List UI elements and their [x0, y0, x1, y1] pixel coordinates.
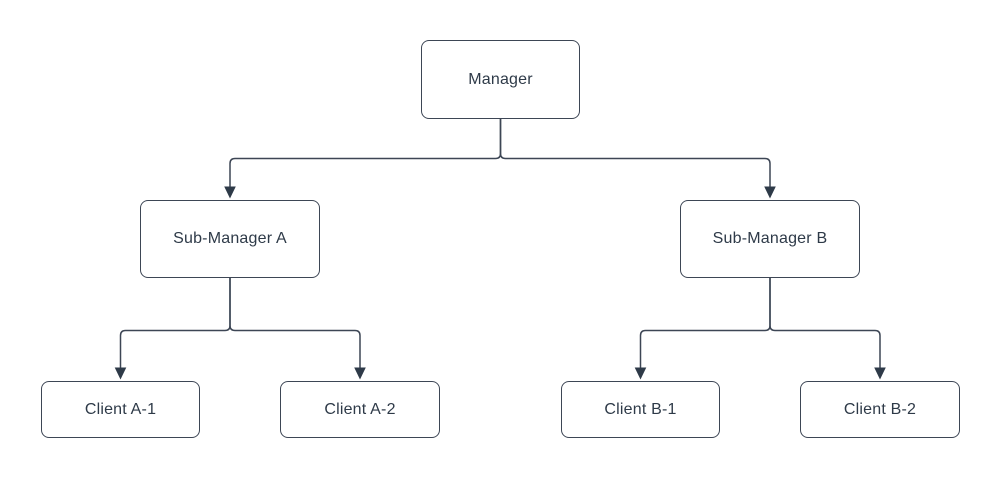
node-manager[interactable]: Manager: [421, 40, 580, 119]
node-label: Client B-2: [843, 400, 917, 418]
edge-manager-to-sub-manager-b: [499, 119, 776, 199]
edge-sub-manager-b-to-client-b2: [769, 278, 886, 380]
node-label: Manager: [468, 70, 533, 88]
node-label: Sub-Manager A: [173, 230, 287, 247]
node-label: Client B-1: [604, 400, 677, 418]
arrowhead-icon: [764, 186, 776, 199]
edge-manager-to-sub-manager-a: [224, 119, 502, 199]
edge-sub-manager-b-to-client-b1: [634, 278, 771, 380]
node-label: Client A-2: [324, 400, 396, 418]
node-sub-manager-b[interactable]: Sub-Manager B: [680, 200, 860, 278]
node-client-a2[interactable]: Client A-2: [280, 381, 440, 438]
edge-sub-manager-a-to-client-a1: [114, 278, 231, 380]
node-label: Sub-Manager B: [712, 230, 828, 247]
arrowhead-icon: [874, 367, 886, 380]
arrowhead-icon: [114, 367, 127, 380]
arrowhead-icon: [354, 367, 366, 380]
arrowhead-icon: [634, 367, 647, 380]
edge-sub-manager-a-to-client-a2: [229, 278, 366, 380]
node-client-a1[interactable]: Client A-1: [41, 381, 200, 438]
node-client-b2[interactable]: Client B-2: [800, 381, 960, 438]
arrowhead-icon: [224, 186, 236, 199]
node-client-b1[interactable]: Client B-1: [561, 381, 720, 438]
node-label: Client A-1: [84, 400, 157, 418]
node-sub-manager-a[interactable]: Sub-Manager A: [140, 200, 320, 278]
